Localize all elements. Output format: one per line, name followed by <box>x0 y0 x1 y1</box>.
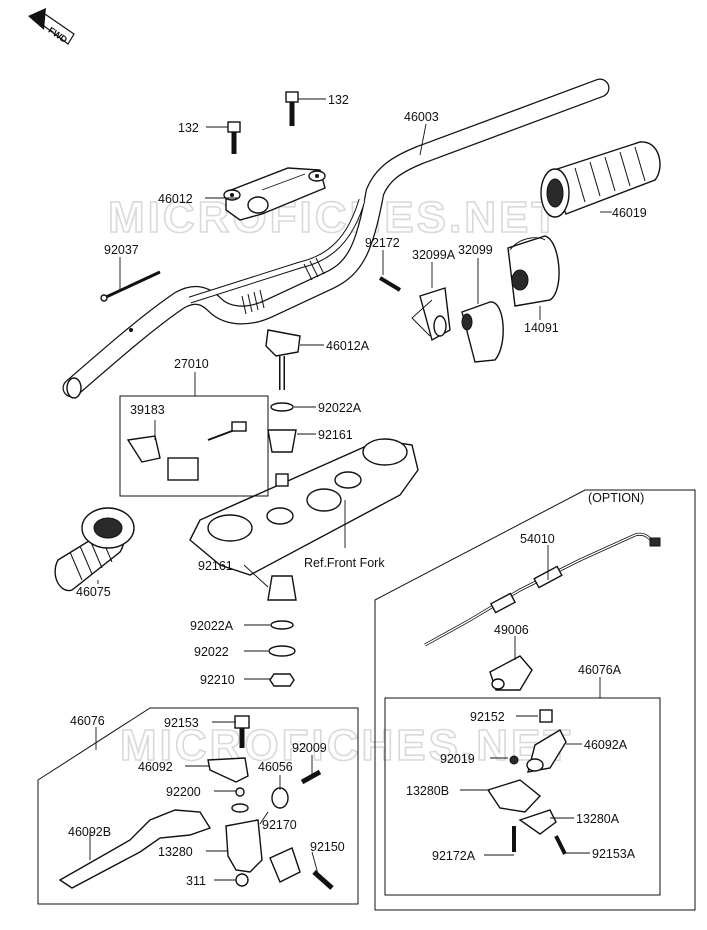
label-92022A-bottom: 92022A <box>190 619 234 633</box>
label-92009: 92009 <box>292 741 327 755</box>
label-39183: 39183 <box>130 403 165 417</box>
label-49006: 49006 <box>494 623 529 637</box>
nut-92210 <box>269 673 295 687</box>
label-46019: 46019 <box>612 206 647 220</box>
label-46003: 46003 <box>404 110 439 124</box>
label-46012A: 46012A <box>326 339 370 353</box>
option-box <box>374 489 696 911</box>
throttle-housing <box>507 235 560 307</box>
label-92161-top: 92161 <box>318 428 353 442</box>
right-grip <box>540 141 661 218</box>
bushing-92161-top <box>267 429 297 453</box>
label-27010: 27010 <box>174 357 209 371</box>
label-92210: 92210 <box>200 673 235 687</box>
label-ref-front-fork: Ref.Front Fork <box>304 556 385 570</box>
label-46076: 46076 <box>70 714 105 728</box>
label-132-left: 132 <box>178 121 199 135</box>
watermark-bottom: MICROFICHES.NET <box>120 721 573 770</box>
label-92022: 92022 <box>194 645 229 659</box>
brake-lever-assembly <box>58 715 334 890</box>
lever-assembly-46076A <box>486 709 567 855</box>
label-54010: 54010 <box>520 532 555 546</box>
label-92150: 92150 <box>310 840 345 854</box>
pin-92037 <box>100 270 161 302</box>
option-label: (OPTION) <box>588 491 644 505</box>
label-46092: 46092 <box>138 760 173 774</box>
washer-92022A-bottom <box>270 620 294 630</box>
washer-92022A-top <box>270 402 294 412</box>
label-311: 311 <box>186 874 206 888</box>
label-46075: 46075 <box>76 585 111 599</box>
label-46092B: 46092B <box>68 825 111 839</box>
label-92161-bottom: 92161 <box>198 559 233 573</box>
label-92153A: 92153A <box>592 847 636 861</box>
label-13280: 13280 <box>158 845 193 859</box>
label-14091: 14091 <box>524 321 559 335</box>
bolt-132-top <box>285 91 299 126</box>
left-grip <box>54 507 135 592</box>
washer-92022 <box>268 645 296 657</box>
label-46092A: 46092A <box>584 738 628 752</box>
option-inner-box <box>384 697 661 896</box>
kill-switch-kit-box <box>119 395 269 497</box>
label-92153: 92153 <box>164 716 199 730</box>
leader-lines <box>89 98 612 881</box>
watermark-top: MICROFICHES.NET <box>108 193 561 242</box>
label-92170: 92170 <box>262 818 297 832</box>
bushing-92161-bottom <box>267 575 297 601</box>
label-92019: 92019 <box>440 752 475 766</box>
label-92172: 92172 <box>365 236 400 250</box>
label-46076A: 46076A <box>578 663 622 677</box>
label-92152: 92152 <box>470 710 505 724</box>
label-92037: 92037 <box>104 243 139 257</box>
label-13280A: 13280A <box>576 812 620 826</box>
lower-clamp <box>265 329 301 390</box>
fwd-arrow-icon: FWD <box>28 8 75 45</box>
label-32099A: 32099A <box>412 248 456 262</box>
throttle-holder <box>378 276 504 363</box>
label-13280B: 13280B <box>406 784 449 798</box>
label-92172A: 92172A <box>432 849 476 863</box>
label-46056: 46056 <box>258 760 293 774</box>
handlebar <box>62 78 610 399</box>
label-46012: 46012 <box>158 192 193 206</box>
handlebar-clamp <box>223 167 326 221</box>
label-92022A-top: 92022A <box>318 401 362 415</box>
clutch-cable <box>424 532 661 647</box>
kill-switch <box>126 421 247 481</box>
label-92200: 92200 <box>166 785 201 799</box>
label-32099: 32099 <box>458 243 493 257</box>
label-132-top: 132 <box>328 93 349 107</box>
triple-clamp <box>189 438 419 576</box>
lever-box-46076 <box>37 707 359 905</box>
bolt-132-left <box>227 121 241 154</box>
hot-start-lever <box>489 655 533 691</box>
